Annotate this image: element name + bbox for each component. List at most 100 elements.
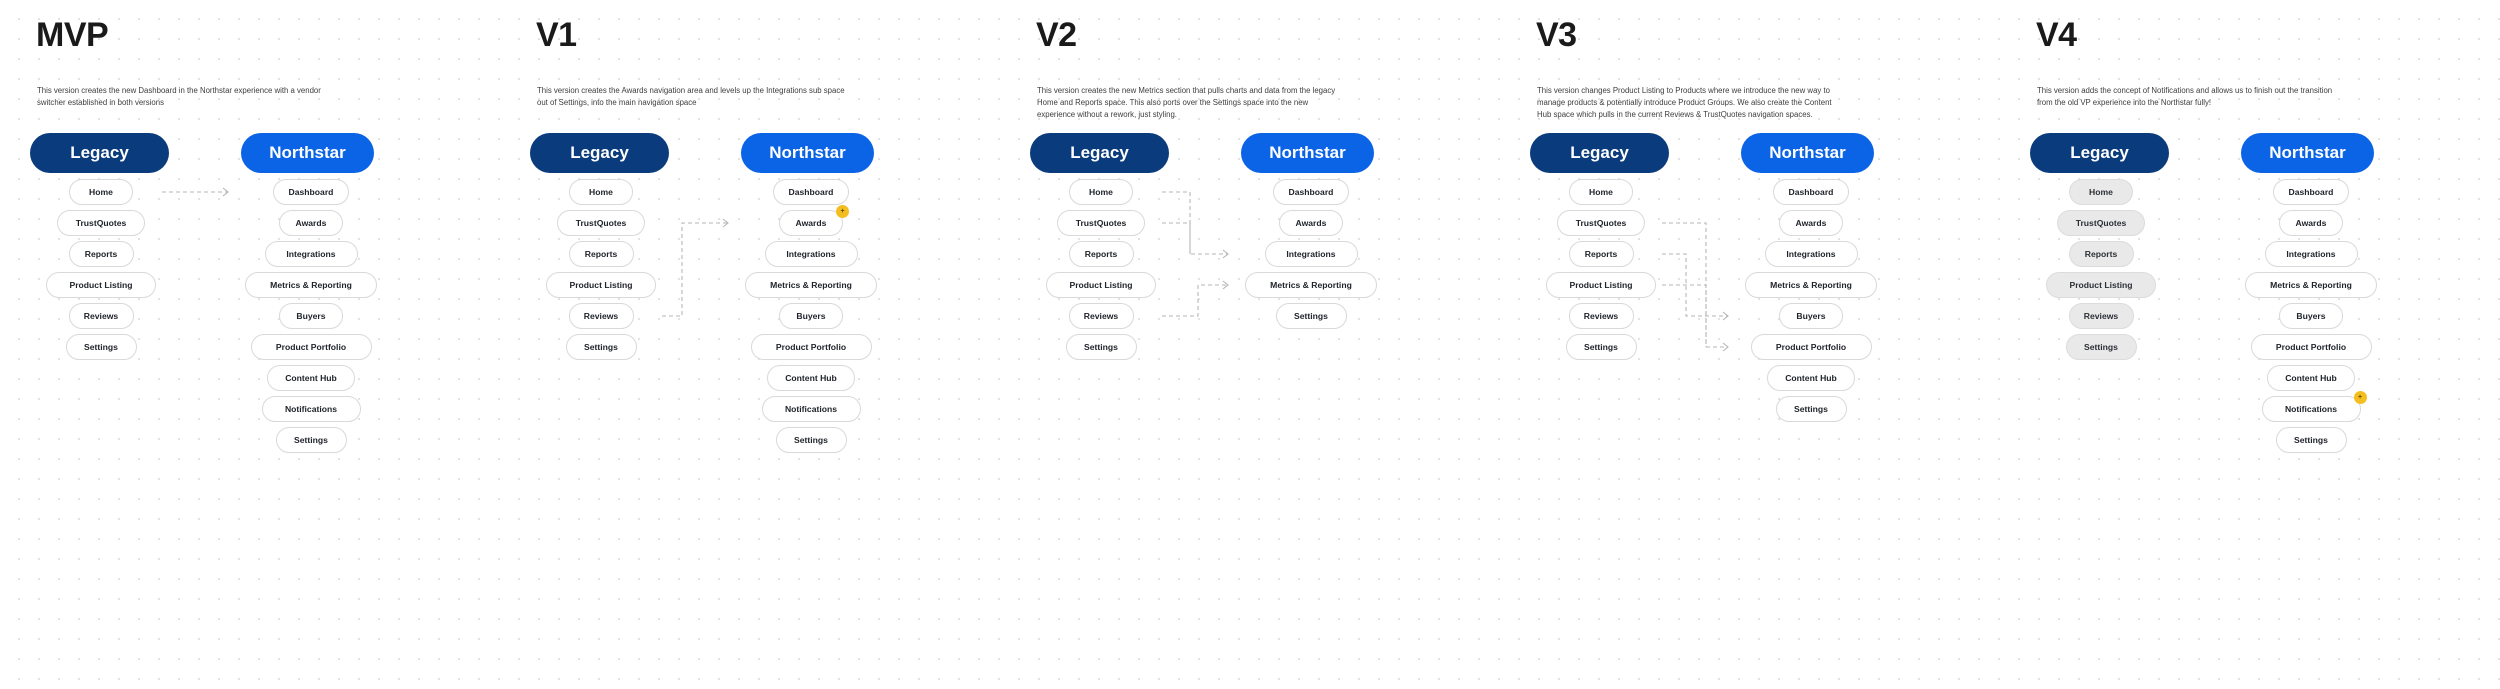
nav-pill-product-portfolio[interactable]: Product Portfolio xyxy=(250,334,372,360)
nav-pill-buyers[interactable]: Buyers xyxy=(1779,303,1843,329)
northstar-header-pill[interactable]: Northstar xyxy=(241,133,374,173)
nav-pill-reviews[interactable]: Reviews xyxy=(2068,303,2134,329)
nav-pill-reports[interactable]: Reports xyxy=(68,241,134,267)
northstar-header-pill[interactable]: Northstar xyxy=(741,133,874,173)
nav-pill-settings[interactable]: Settings xyxy=(1275,303,1347,329)
nav-pill-integrations[interactable]: Integrations xyxy=(1264,241,1358,267)
nav-pill-settings[interactable]: Settings xyxy=(1565,334,1637,360)
nav-pill-settings[interactable]: Settings xyxy=(775,427,847,453)
nav-pill-notifications[interactable]: Notifications xyxy=(2261,396,2361,422)
nav-pill-buyers[interactable]: Buyers xyxy=(279,303,343,329)
nav-pill-dashboard[interactable]: Dashboard xyxy=(1773,179,1849,205)
nav-pill-reviews[interactable]: Reviews xyxy=(1568,303,1634,329)
nav-pill-trustquotes[interactable]: TrustQuotes xyxy=(1557,210,1645,236)
nav-pill-metrics-reporting[interactable]: Metrics & Reporting xyxy=(2245,272,2377,298)
nav-pill-buyers[interactable]: Buyers xyxy=(779,303,843,329)
nav-pill-home[interactable]: Home xyxy=(1569,179,1633,205)
nav-pill-reports[interactable]: Reports xyxy=(568,241,634,267)
connector-arrowhead xyxy=(1722,311,1729,321)
connector-arrowhead xyxy=(722,218,729,228)
nav-pill-product-listing[interactable]: Product Listing xyxy=(1546,272,1656,298)
connector-arrowhead xyxy=(1222,249,1229,259)
nav-pill-awards[interactable]: Awards xyxy=(779,210,843,236)
nav-pill-trustquotes[interactable]: TrustQuotes xyxy=(557,210,645,236)
nav-pill-awards[interactable]: Awards xyxy=(1779,210,1843,236)
nav-pill-reviews[interactable]: Reviews xyxy=(68,303,134,329)
nav-pill-integrations[interactable]: Integrations xyxy=(2264,241,2358,267)
nav-pill-home[interactable]: Home xyxy=(69,179,133,205)
nav-pill-trustquotes[interactable]: TrustQuotes xyxy=(57,210,145,236)
legacy-header-pill[interactable]: Legacy xyxy=(1030,133,1169,173)
nav-pill-product-listing[interactable]: Product Listing xyxy=(546,272,656,298)
nav-pill-product-listing[interactable]: Product Listing xyxy=(46,272,156,298)
nav-pill-buyers[interactable]: Buyers xyxy=(2279,303,2343,329)
legacy-header-pill[interactable]: Legacy xyxy=(2030,133,2169,173)
nav-pill-integrations[interactable]: Integrations xyxy=(764,241,858,267)
nav-pill-product-portfolio[interactable]: Product Portfolio xyxy=(1750,334,1872,360)
nav-pill-settings[interactable]: Settings xyxy=(1065,334,1137,360)
nav-pill-reports[interactable]: Reports xyxy=(2068,241,2134,267)
nav-pill-settings[interactable]: Settings xyxy=(275,427,347,453)
connector-path xyxy=(1162,284,1228,317)
nav-pill-reviews[interactable]: Reviews xyxy=(1068,303,1134,329)
nav-pill-awards[interactable]: Awards xyxy=(1279,210,1343,236)
connector-path xyxy=(1662,284,1707,347)
nav-pill-reports[interactable]: Reports xyxy=(1068,241,1134,267)
nav-pill-reviews[interactable]: Reviews xyxy=(568,303,634,329)
nav-pill-content-hub[interactable]: Content Hub xyxy=(267,365,355,391)
new-badge-icon: + xyxy=(2353,391,2367,404)
nav-pill-product-listing[interactable]: Product Listing xyxy=(1046,272,1156,298)
northstar-header-pill[interactable]: Northstar xyxy=(1241,133,1374,173)
nav-pill-awards[interactable]: Awards xyxy=(2279,210,2343,236)
nav-pill-product-portfolio[interactable]: Product Portfolio xyxy=(750,334,872,360)
nav-pill-reports[interactable]: Reports xyxy=(1568,241,1634,267)
nav-pill-awards[interactable]: Awards xyxy=(279,210,343,236)
version-title: MVP xyxy=(36,16,109,54)
connector-path xyxy=(1662,222,1728,348)
connector-path xyxy=(1162,222,1191,254)
nav-pill-content-hub[interactable]: Content Hub xyxy=(2267,365,2355,391)
version-description: This version creates the new Metrics sec… xyxy=(1037,86,1336,120)
northstar-header-pill[interactable]: Northstar xyxy=(1741,133,1874,173)
new-badge-icon: + xyxy=(836,205,849,218)
nav-pill-settings[interactable]: Settings xyxy=(2275,427,2347,453)
nav-pill-settings[interactable]: Settings xyxy=(65,334,137,360)
nav-pill-metrics-reporting[interactable]: Metrics & Reporting xyxy=(1245,272,1377,298)
nav-pill-trustquotes[interactable]: TrustQuotes xyxy=(2057,210,2145,236)
nav-pill-content-hub[interactable]: Content Hub xyxy=(1767,365,1855,391)
nav-pill-settings[interactable]: Settings xyxy=(565,334,637,360)
nav-pill-product-portfolio[interactable]: Product Portfolio xyxy=(2250,334,2372,360)
version-description: This version creates the new Dashboard i… xyxy=(37,86,321,108)
nav-pill-integrations[interactable]: Integrations xyxy=(1764,241,1858,267)
nav-pill-dashboard[interactable]: Dashboard xyxy=(773,179,849,205)
northstar-header-pill[interactable]: Northstar xyxy=(2241,133,2374,173)
nav-pill-metrics-reporting[interactable]: Metrics & Reporting xyxy=(745,272,877,298)
nav-pill-home[interactable]: Home xyxy=(2069,179,2133,205)
nav-pill-product-listing[interactable]: Product Listing xyxy=(2046,272,2156,298)
nav-pill-trustquotes[interactable]: TrustQuotes xyxy=(1057,210,1145,236)
version-column-mvp: MVP This version creates the new Dashboar… xyxy=(0,0,500,689)
legacy-header-pill[interactable]: Legacy xyxy=(1530,133,1669,173)
nav-pill-settings[interactable]: Settings xyxy=(2065,334,2137,360)
nav-pill-dashboard[interactable]: Dashboard xyxy=(2273,179,2349,205)
legacy-header-pill[interactable]: Legacy xyxy=(530,133,669,173)
nav-pill-dashboard[interactable]: Dashboard xyxy=(273,179,349,205)
nav-pill-dashboard[interactable]: Dashboard xyxy=(1273,179,1349,205)
nav-pill-home[interactable]: Home xyxy=(569,179,633,205)
nav-pill-content-hub[interactable]: Content Hub xyxy=(767,365,855,391)
nav-pill-integrations[interactable]: Integrations xyxy=(264,241,358,267)
connector-path xyxy=(662,222,728,317)
nav-pill-settings[interactable]: Settings xyxy=(1775,396,1847,422)
version-description: This version adds the concept of Notific… xyxy=(2037,86,2333,108)
nav-pill-notifications[interactable]: Notifications xyxy=(261,396,361,422)
legacy-header-pill[interactable]: Legacy xyxy=(30,133,169,173)
connector-arrowhead xyxy=(1722,342,1729,352)
nav-pill-home[interactable]: Home xyxy=(1069,179,1133,205)
version-title: V3 xyxy=(1536,16,1577,54)
version-title: V2 xyxy=(1036,16,1077,54)
nav-pill-notifications[interactable]: Notifications xyxy=(761,396,861,422)
nav-pill-metrics-reporting[interactable]: Metrics & Reporting xyxy=(245,272,377,298)
nav-pill-metrics-reporting[interactable]: Metrics & Reporting xyxy=(1745,272,1877,298)
